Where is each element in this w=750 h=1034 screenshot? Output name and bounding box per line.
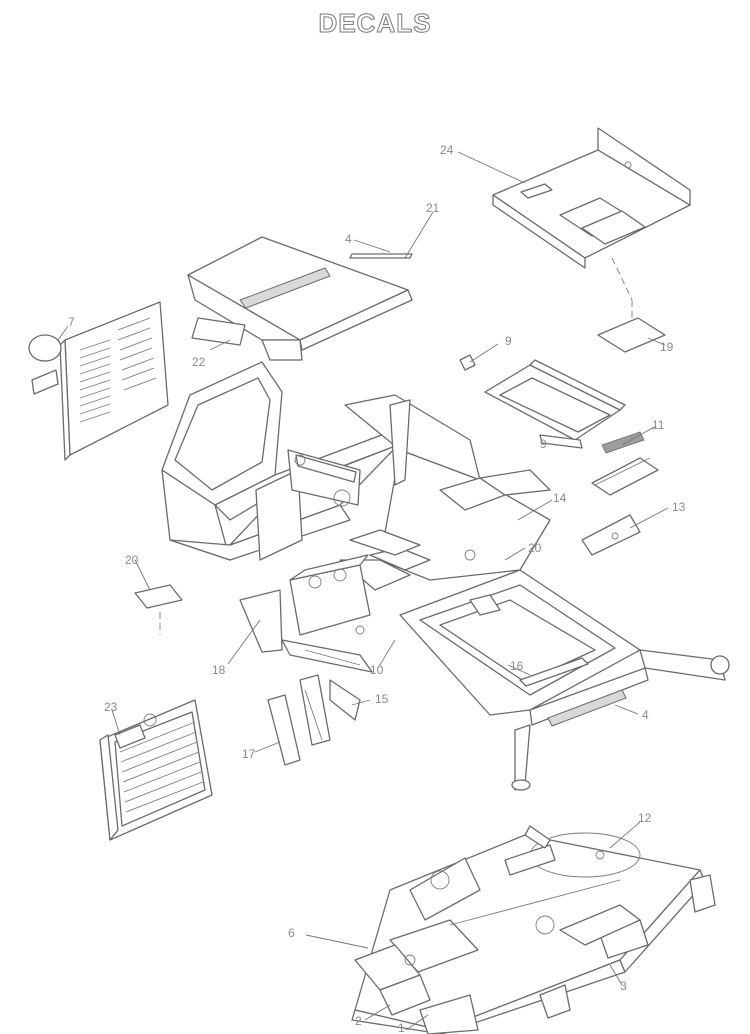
- callout-4-top: 4: [345, 232, 352, 246]
- seat-bracket: [459, 354, 659, 556]
- decal-20: [134, 584, 183, 609]
- floor-plate: [492, 127, 691, 353]
- callout-9: 9: [505, 334, 512, 348]
- radiator-grille: [99, 699, 213, 841]
- callout-2: 2: [355, 1014, 362, 1028]
- decal-18-strip: [519, 657, 589, 687]
- callout-3: 3: [620, 979, 627, 993]
- callout-23: 23: [104, 700, 118, 714]
- decal-11: [601, 431, 645, 454]
- decal-23: [114, 724, 146, 749]
- brand-decal-hood: [239, 267, 331, 309]
- callout-21-top: 21: [426, 201, 440, 215]
- callouts: 24 21 4 7 22 9 19 11 14 13 20 23 18 10 1…: [68, 143, 686, 1034]
- callout-22: 22: [192, 355, 206, 369]
- callout-20: 20: [125, 553, 139, 567]
- callout-13: 13: [672, 500, 686, 514]
- callout-20-mid: 20: [528, 541, 542, 555]
- mower-deck: [351, 825, 716, 1034]
- decal-19: [597, 317, 666, 353]
- main-chassis: [161, 361, 551, 673]
- callout-9-lower: 9: [540, 437, 547, 451]
- callout-11: 11: [652, 418, 665, 432]
- callout-7: 7: [68, 315, 75, 329]
- callout-12: 12: [638, 811, 652, 825]
- step-plates: [267, 674, 361, 766]
- callout-15: 15: [375, 692, 389, 706]
- callout-16: 16: [510, 659, 524, 673]
- brand-decal-front: [547, 689, 627, 727]
- callout-10: 10: [370, 663, 384, 677]
- side-grille: [28, 301, 169, 461]
- decal-13: [581, 514, 641, 556]
- decal-22: [191, 317, 246, 346]
- page-title: DECALS: [318, 8, 432, 39]
- callout-4-front: 4: [642, 708, 649, 722]
- decal-9: [459, 354, 476, 371]
- callout-14: 14: [553, 491, 567, 505]
- hood-panel: [187, 211, 434, 361]
- decal-7: [28, 334, 62, 362]
- seat-post: [255, 469, 303, 561]
- leader-lines: [111, 151, 669, 1031]
- callout-18-left: 18: [212, 663, 226, 677]
- callout-24: 24: [440, 143, 454, 157]
- front-frame: [399, 569, 730, 791]
- callout-17: 17: [242, 747, 256, 761]
- decal-21-strip: [349, 253, 413, 259]
- callout-6: 6: [288, 926, 295, 940]
- decal-24: [520, 183, 553, 199]
- callout-1: 1: [398, 1021, 405, 1034]
- callout-19: 19: [660, 340, 674, 354]
